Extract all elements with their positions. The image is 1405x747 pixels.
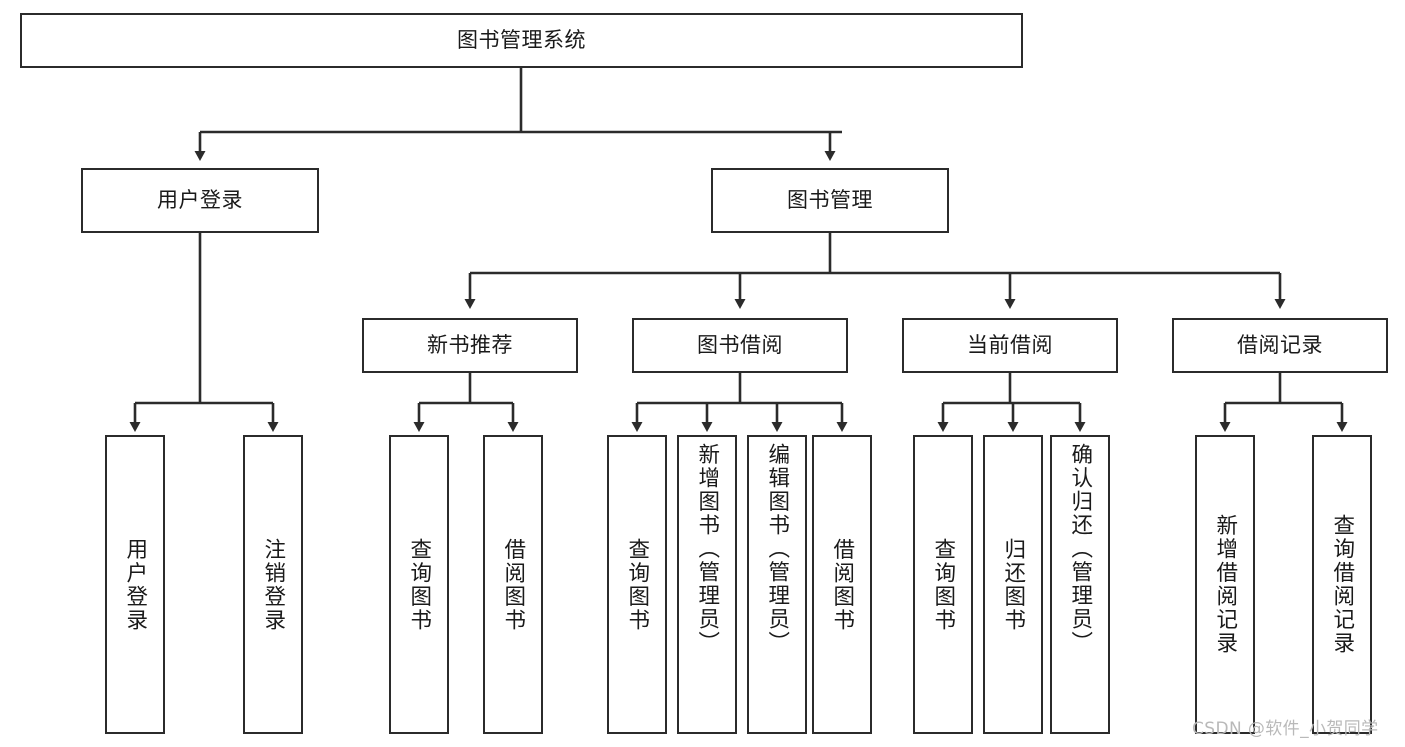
leaf-user-login[interactable]: 用户登录 [105,435,165,734]
node-label: 注销登录 [260,537,286,632]
node-label: 图书管理系统 [457,27,586,52]
leaf-query-book-recommend[interactable]: 查询图书 [389,435,449,734]
node-label: 查询图书 [406,537,432,632]
node-label: 新增图书（管理员） [694,443,720,655]
leaf-add-book-admin[interactable]: 新增图书（管理员） [677,435,737,734]
leaf-borrow-book[interactable]: 借阅图书 [812,435,872,734]
node-label: 查询图书 [930,537,956,632]
leaf-query-book-current[interactable]: 查询图书 [913,435,973,734]
node-user-login[interactable]: 用户登录 [81,168,319,233]
node-label: 当前借阅 [967,332,1053,357]
node-label: 用户登录 [122,537,148,632]
leaf-logout[interactable]: 注销登录 [243,435,303,734]
node-book-borrow[interactable]: 图书借阅 [632,318,848,373]
leaf-confirm-return-admin[interactable]: 确认归还（管理员） [1050,435,1110,734]
node-new-book-recommend[interactable]: 新书推荐 [362,318,578,373]
leaf-add-borrow-record[interactable]: 新增借阅记录 [1195,435,1255,734]
leaf-edit-book-admin[interactable]: 编辑图书（管理员） [747,435,807,734]
node-label: 图书管理 [787,187,873,212]
csdn-watermark: CSDN @软件_小贺同学 [1192,719,1379,739]
node-label: 查询图书 [624,537,650,632]
node-label: 归还图书 [1000,537,1026,632]
node-current-borrow[interactable]: 当前借阅 [902,318,1118,373]
node-label: 编辑图书（管理员） [764,443,790,655]
node-book-management[interactable]: 图书管理 [711,168,949,233]
leaf-borrow-book-recommend[interactable]: 借阅图书 [483,435,543,734]
node-label: 新增借阅记录 [1212,514,1238,655]
node-label: 借阅记录 [1237,332,1323,357]
leaf-return-book[interactable]: 归还图书 [983,435,1043,734]
node-label: 图书借阅 [697,332,783,357]
node-label: 借阅图书 [829,537,855,632]
node-root-book-management-system[interactable]: 图书管理系统 [20,13,1023,68]
leaf-query-book-borrow[interactable]: 查询图书 [607,435,667,734]
node-label: 借阅图书 [500,537,526,632]
node-borrow-record[interactable]: 借阅记录 [1172,318,1388,373]
leaf-query-borrow-record[interactable]: 查询借阅记录 [1312,435,1372,734]
node-label: 确认归还（管理员） [1067,443,1093,655]
node-label: 新书推荐 [427,332,513,357]
node-label: 查询借阅记录 [1329,514,1355,655]
node-label: 用户登录 [157,187,243,212]
